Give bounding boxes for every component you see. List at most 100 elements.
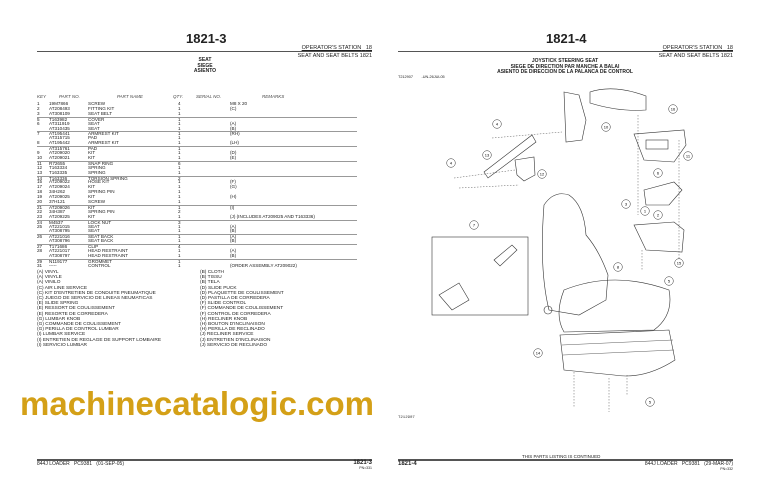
cell-rem: (B) [230, 125, 237, 131]
footer-catalog: PC9381 [73, 461, 93, 467]
control-inset-box [431, 236, 529, 316]
cell-part: AT315761 [49, 146, 70, 152]
cell-qty: 1 [178, 234, 181, 240]
cell-part: AT311919 [49, 120, 70, 126]
callout-number: 2 [657, 213, 660, 218]
cell-name: SEAT [88, 228, 100, 234]
left-page-number: 1821-3 [186, 31, 227, 46]
cell-part: AT308797 [49, 252, 70, 258]
cell-rem: (H) [230, 194, 237, 200]
note-line: (H) PERILLA DE RECLINADO [200, 327, 265, 333]
right-title: JOYSTICK STEERING SEAT SIEGE DE DIRECTIO… [480, 58, 650, 76]
callout-number: 14 [536, 351, 541, 356]
right-footer-info: 844J LOADER PC9381 (29-MAR-07)PN=332 [645, 461, 733, 471]
note-line: (I) ENTRETIEN DE REGLAGE DE SUPPORT LOMB… [37, 337, 162, 343]
note-line: (A) VINILO [37, 280, 61, 286]
cell-part: AT209024 [49, 184, 70, 190]
left-footer-rule [37, 459, 372, 461]
cell-part: AT208493 [49, 105, 70, 111]
control-lever [493, 244, 518, 267]
cell-key: 6 [37, 120, 40, 126]
note-line: (C) JUEGO DE SERVICIO DE LINEAS NEUMATIC… [37, 296, 153, 302]
col-remarks: REMARKS [262, 94, 285, 99]
cell-part: AT209225 [49, 213, 70, 219]
cell-part: T163335 [49, 169, 68, 175]
cell-name: PAD [88, 135, 98, 141]
cell-key: 13 [37, 169, 43, 175]
cell-qty: 1 [178, 146, 181, 152]
seat-base [559, 329, 676, 377]
cell-part: T163334 [49, 164, 68, 170]
seat-cushion [558, 279, 671, 333]
cell-key: 18 [37, 189, 43, 195]
cell-rem: (A) [230, 234, 237, 240]
cell-name: KIT [88, 204, 96, 210]
note-line: (G) LUMBAR KNOB [37, 316, 81, 322]
callout-5: 5 [645, 397, 655, 407]
cell-key: 27 [37, 244, 43, 250]
callout-7: 7 [469, 220, 479, 230]
cell-part: AT209022 [49, 179, 70, 185]
title-es: ASIENTO DE DIRECCION DE LA PALANCA DE CO… [497, 69, 633, 75]
cell-rem: (I) [230, 204, 235, 210]
cell-qty: 6 [178, 160, 181, 166]
cell-name: SEAT [88, 125, 100, 131]
cell-part: AT195442 [49, 140, 70, 146]
note-line: (E) RESSORT DE COULISSEMENT [37, 306, 115, 312]
note-line: (G) COMMANDE DE COULISSEMENT [37, 322, 121, 328]
callout-16: 16 [668, 104, 678, 114]
cell-qty: 3 [178, 219, 181, 225]
callout-12: 12 [537, 169, 547, 179]
cell-part: 37H121 [49, 199, 66, 204]
cell-key: 26 [37, 234, 43, 240]
cell-qty: 1 [178, 125, 181, 131]
footer-date: (01-SEP-05) [96, 461, 125, 467]
callout-8: 8 [613, 262, 623, 272]
left-header-rule [37, 51, 372, 52]
col-part-no: PART NO. [59, 94, 80, 99]
right-header-rule [398, 51, 733, 52]
callout-4: 4 [446, 158, 456, 168]
callout-number: 4 [450, 161, 453, 166]
illus-id: T212907 [398, 75, 413, 79]
title-fr: SIEGE [197, 62, 213, 69]
cell-rem: (B) [230, 238, 237, 244]
callout-14: 14 [533, 348, 543, 358]
cell-rem: (A) [230, 120, 237, 126]
callout-number: 1 [644, 209, 647, 214]
plate [514, 156, 536, 182]
cell-part: AT310435 [49, 125, 70, 131]
cell-rem: M8 X 20 [230, 101, 248, 106]
cell-qty: 1 [178, 223, 181, 229]
cell-qty: 4 [178, 244, 181, 250]
cell-key: 7 [37, 131, 40, 137]
cell-part: T163336 [49, 175, 68, 181]
cell-name: SCREW [88, 199, 106, 204]
cell-part: R72655 [49, 160, 66, 166]
cell-qty: 1 [178, 120, 181, 126]
callout-number: 3 [625, 202, 628, 207]
footer-date: (29-MAR-07) [704, 461, 733, 467]
callout-number: 16 [671, 107, 676, 112]
note-line: (J) RECLINER SERVICE [200, 332, 254, 338]
cell-part: AT308796 [49, 238, 70, 244]
note-line: (B) TELA [200, 280, 220, 286]
cell-rem: (B) [230, 252, 237, 258]
watermark: machinecatalogic.com [20, 385, 374, 422]
note-line: (E) SLIDE SPRING [37, 301, 79, 307]
cell-part: T163982 [49, 116, 68, 122]
note-line: (H) RECLINER KNOB [200, 316, 248, 322]
